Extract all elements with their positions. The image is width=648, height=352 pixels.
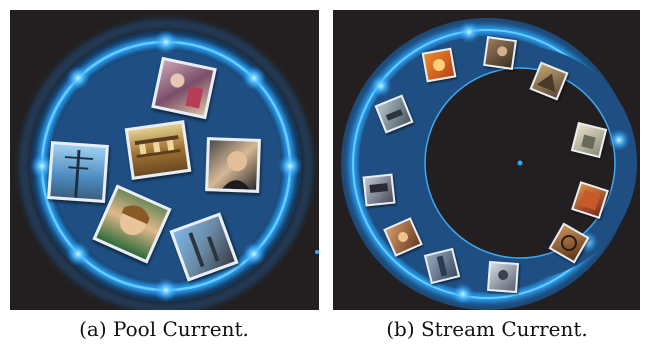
stream-ring-orbs [370,21,630,305]
photo-thumbnail-icon[interactable] [362,173,396,207]
photo-thumbnail-icon[interactable] [548,222,590,264]
pool-current-panel [10,10,319,310]
photo-thumbnail-icon[interactable] [571,181,609,219]
stream-current-view [341,18,637,310]
photo-thumbnail-icon[interactable] [374,94,414,134]
pool-current-caption: (a) Pool Current. [79,317,249,341]
photo-thumbnail-icon[interactable] [47,141,109,203]
photo-thumbnail-icon[interactable] [423,247,461,285]
pool-ring-orbs [30,30,302,302]
ring-orb [154,30,178,54]
stream-current-caption: (b) Stream Current. [386,317,588,341]
photo-thumbnail-icon[interactable] [124,120,192,180]
photo-thumbnail-icon[interactable] [383,217,423,257]
photo-thumbnail-icon[interactable] [205,137,261,193]
ring-orb [608,129,630,151]
photo-thumbnail-icon[interactable] [421,47,457,83]
photo-thumbnail-icon[interactable] [169,212,239,282]
pool-current-view [19,19,319,310]
photo-thumbnail-icon[interactable] [529,61,569,101]
ring-orb [458,21,480,43]
stream-current-panel [333,10,640,310]
ring-orb [242,242,266,266]
photo-thumbnail-icon[interactable] [570,121,608,159]
ring-orb [66,66,90,90]
ring-orb [242,66,266,90]
pool-outer-halo [19,19,313,310]
ring-orb [154,278,178,302]
ring-orb [66,242,90,266]
photo-thumbnail-icon[interactable] [92,184,172,264]
ring-orb [370,75,392,97]
ring-orb [278,154,302,178]
photo-thumbnail-icon[interactable] [483,36,517,70]
ring-orb [30,154,54,178]
center-dot-icon [517,160,523,166]
ring-orb [452,283,474,305]
edge-marker-dot [315,250,319,254]
photo-thumbnail-icon[interactable] [151,56,217,120]
photo-thumbnail-icon[interactable] [486,260,520,294]
